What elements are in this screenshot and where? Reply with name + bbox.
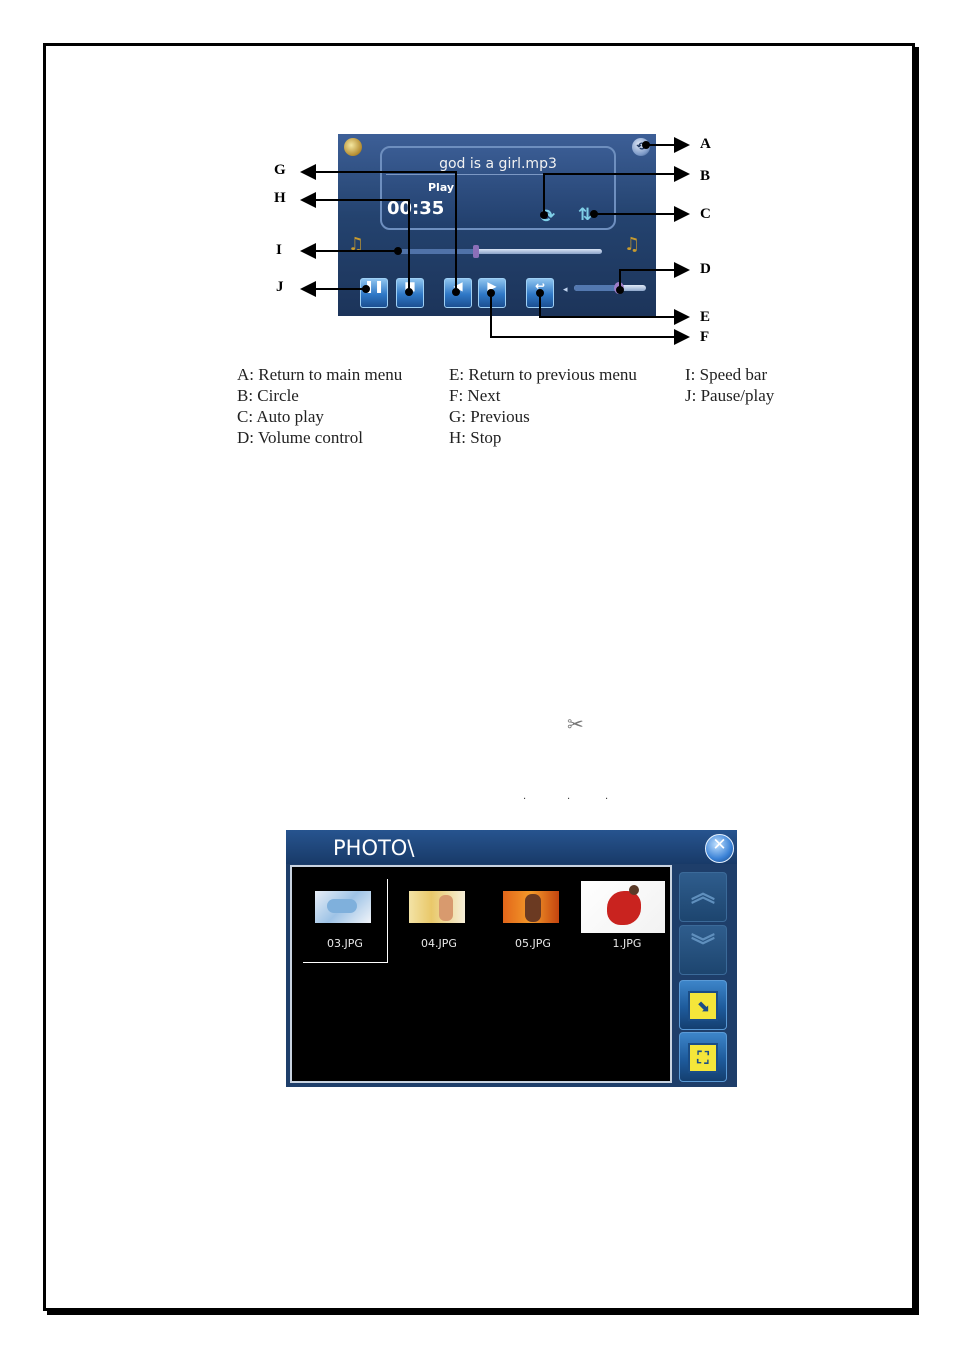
- callout-c: C: [700, 206, 711, 223]
- photo-header: PHOTO\ ✕: [286, 830, 737, 864]
- legend-column-1: A: Return to main menu B: Circle C: Auto…: [237, 364, 402, 448]
- photo-thumbnail: [581, 881, 665, 933]
- callout-a: A: [700, 136, 711, 153]
- fullscreen-icon: ⛶: [688, 1043, 718, 1073]
- callout-h: H: [274, 190, 286, 207]
- dot-mark: ·: [523, 794, 526, 805]
- open-icon: ⬊: [688, 991, 718, 1021]
- open-button[interactable]: ⬊: [679, 980, 727, 1030]
- callout-d: D: [700, 261, 711, 278]
- scroll-down-button[interactable]: ︾: [679, 925, 727, 975]
- folder-path: PHOTO\: [333, 836, 414, 860]
- thumbnail-grid: 03.JPG 04.JPG 05.JPG 1.JPG: [290, 865, 672, 1083]
- legend-item: C: Auto play: [237, 406, 402, 427]
- close-icon[interactable]: ✕: [705, 834, 734, 863]
- callout-i: I: [276, 242, 282, 259]
- tools-icon: ✂: [567, 712, 584, 736]
- callout-g: G: [274, 162, 286, 179]
- callout-b: B: [700, 168, 710, 185]
- legend-item: J: Pause/play: [685, 385, 774, 406]
- legend-item: D: Volume control: [237, 427, 402, 448]
- photo-thumbnail: [503, 891, 559, 923]
- legend-item: A: Return to main menu: [237, 364, 402, 385]
- photo-browser-screenshot: PHOTO\ ✕ 03.JPG 04.JPG 05.JPG: [286, 830, 737, 1087]
- thumbnail-item[interactable]: 05.JPG: [491, 879, 575, 962]
- file-name: 05.JPG: [491, 937, 575, 950]
- legend-column-2: E: Return to previous menu F: Next G: Pr…: [449, 364, 637, 448]
- legend-item: F: Next: [449, 385, 637, 406]
- thumbnail-item[interactable]: 04.JPG: [397, 879, 481, 962]
- legend-item: H: Stop: [449, 427, 637, 448]
- callout-j: J: [276, 279, 284, 296]
- file-name: 04.JPG: [397, 937, 481, 950]
- dot-mark: ·: [567, 794, 570, 805]
- callout-f: F: [700, 329, 709, 346]
- scroll-up-button[interactable]: ︽: [679, 872, 727, 922]
- callout-e: E: [700, 309, 710, 326]
- photo-thumbnail: [409, 891, 465, 923]
- file-name: 1.JPG: [585, 937, 669, 950]
- legend-item: B: Circle: [237, 385, 402, 406]
- dot-mark: ·: [605, 794, 608, 805]
- file-name: 03.JPG: [303, 937, 387, 950]
- photo-thumbnail: [315, 891, 371, 923]
- legend-item: G: Previous: [449, 406, 637, 427]
- thumbnail-item[interactable]: 03.JPG: [303, 879, 388, 963]
- legend-item: E: Return to previous menu: [449, 364, 637, 385]
- thumbnail-item[interactable]: 1.JPG: [585, 879, 669, 962]
- legend-column-3: I: Speed bar J: Pause/play: [685, 364, 774, 406]
- legend-item: I: Speed bar: [685, 364, 774, 385]
- fullscreen-button[interactable]: ⛶: [679, 1032, 727, 1082]
